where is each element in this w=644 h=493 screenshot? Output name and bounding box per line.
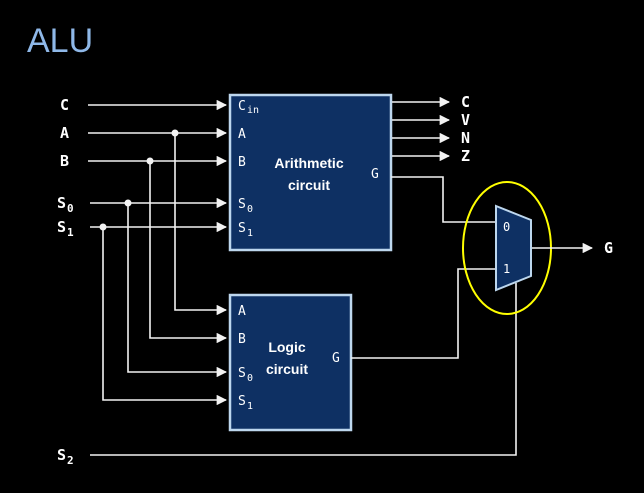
pin-arith-g: G xyxy=(371,167,379,182)
pin-logic-s1-base: S xyxy=(238,394,246,409)
label-flag-n: N xyxy=(461,129,470,147)
pin-cin-sub: in xyxy=(247,105,259,116)
wire-s1-branch xyxy=(102,227,228,406)
multiplexer-block: 0 1 xyxy=(462,181,552,315)
g-routing-wires xyxy=(90,176,517,456)
pin-cin-base: C xyxy=(238,99,246,114)
label-input-s1-base: S xyxy=(57,218,66,236)
pin-logic-s0-sub: 0 xyxy=(247,373,253,384)
junction-dot-s1 xyxy=(99,223,107,231)
wire-a-branch xyxy=(174,133,228,316)
label-input-s0-base: S xyxy=(57,194,66,212)
pin-arith-s0-base: S xyxy=(238,197,246,212)
wire-logic-g-to-mux xyxy=(351,268,495,359)
label-input-b: B xyxy=(60,152,69,170)
arithmetic-circuit-block: C in A B S 0 S 1 Arithmetic circuit G xyxy=(228,93,393,252)
multiplexer xyxy=(495,204,532,292)
pin-arith-s1-base: S xyxy=(238,221,246,236)
input-wires xyxy=(88,99,228,233)
pin-logic-s0-base: S xyxy=(238,366,246,381)
label-input-c: C xyxy=(60,96,69,114)
flag-outputs: C V N Z xyxy=(392,93,470,165)
logic-circuit-box xyxy=(228,293,353,432)
arithmetic-circuit-box xyxy=(228,93,393,252)
wire-arith-g-to-mux xyxy=(391,176,495,223)
input-labels: C A B S 0 S 1 S 2 xyxy=(57,96,74,467)
mux-input-0-label: 0 xyxy=(503,220,510,234)
branch-wires xyxy=(99,129,228,406)
page-title: ALU xyxy=(27,22,93,60)
wire-s0-branch xyxy=(127,203,228,378)
final-output: G xyxy=(532,239,613,257)
mux-input-1-label: 1 xyxy=(503,262,510,276)
pin-logic-b: B xyxy=(238,332,246,347)
arithmetic-box-label-line2: circuit xyxy=(288,177,330,193)
label-output-g: G xyxy=(604,239,613,257)
wire-b-branch xyxy=(149,161,228,344)
junction-dot-b xyxy=(146,157,154,165)
arithmetic-box-label-line1: Arithmetic xyxy=(274,155,343,171)
wire-s2-select xyxy=(90,283,517,456)
pin-logic-s1-sub: 1 xyxy=(247,401,253,412)
label-input-s2-base: S xyxy=(57,446,66,464)
pin-logic-g: G xyxy=(332,351,340,366)
junction-dot-a xyxy=(171,129,179,137)
pin-arith-s1-sub: 1 xyxy=(247,228,253,239)
label-input-s1-sub: 1 xyxy=(67,226,74,239)
label-input-s0-sub: 0 xyxy=(67,202,74,215)
logic-circuit-block: A B S 0 S 1 Logic circuit G xyxy=(228,293,353,432)
label-flag-c: C xyxy=(461,93,470,111)
pin-arith-b: B xyxy=(238,155,246,170)
pin-logic-a: A xyxy=(238,304,246,319)
label-input-s2-sub: 2 xyxy=(67,454,74,467)
logic-box-label-line2: circuit xyxy=(266,361,308,377)
label-flag-v: V xyxy=(461,111,470,129)
logic-box-label-line1: Logic xyxy=(268,339,306,355)
label-input-a: A xyxy=(60,124,69,142)
pin-arith-a: A xyxy=(238,127,246,142)
pin-arith-s0-sub: 0 xyxy=(247,204,253,215)
label-flag-z: Z xyxy=(461,147,470,165)
junction-dot-s0 xyxy=(124,199,132,207)
